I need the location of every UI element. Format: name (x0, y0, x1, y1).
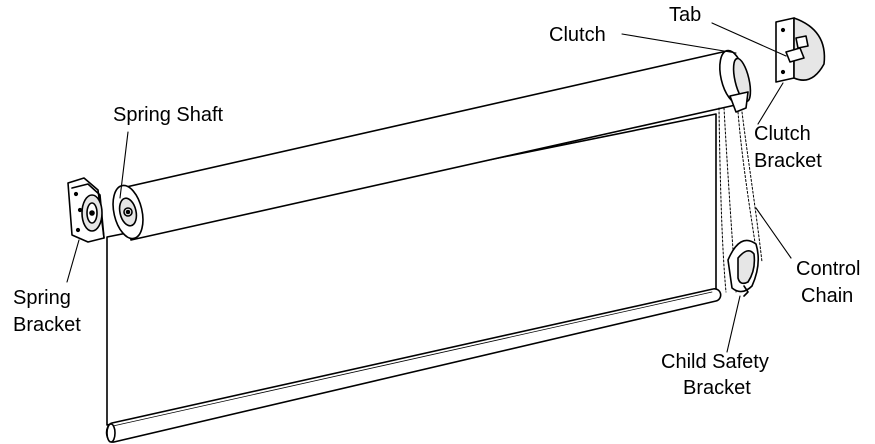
leader-tab (711, 22, 787, 57)
leader-spring-bracket (66, 239, 80, 283)
clutch-bracket (775, 17, 826, 83)
child-safety-bracket (727, 239, 760, 297)
label-child-safety-line1: Child Safety (661, 351, 769, 373)
leader-clutch (621, 33, 737, 54)
label-spring-bracket-line1: Spring (13, 287, 71, 309)
label-control-chain-line1: Control (796, 258, 860, 280)
clutch (729, 57, 752, 113)
label-control-chain-line2: Chain (801, 285, 853, 307)
spring-bracket (67, 177, 105, 243)
label-clutch-bracket-line2: Bracket (754, 150, 822, 172)
label-clutch: Clutch (549, 24, 606, 46)
bottom-rail (105, 288, 722, 443)
leader-lines (66, 22, 792, 353)
label-tab: Tab (669, 4, 701, 26)
label-spring-bracket-line2: Bracket (13, 314, 81, 336)
label-child-safety-line2: Bracket (683, 377, 751, 399)
leader-control-chain (755, 207, 792, 259)
leader-clutch-bracket (757, 82, 784, 125)
label-control-chain: Control Chain (796, 258, 860, 307)
label-clutch-bracket-line1: Clutch (754, 123, 811, 145)
label-spring-bracket: Spring Bracket (13, 287, 81, 336)
spring-shaft (118, 197, 138, 227)
label-child-safety-bracket: Child Safety Bracket (661, 351, 769, 399)
label-spring-shaft: Spring Shaft (113, 104, 224, 126)
label-clutch-bracket: Clutch Bracket (754, 123, 822, 172)
leader-spring-shaft (119, 131, 129, 199)
leader-child-safety (726, 295, 741, 353)
